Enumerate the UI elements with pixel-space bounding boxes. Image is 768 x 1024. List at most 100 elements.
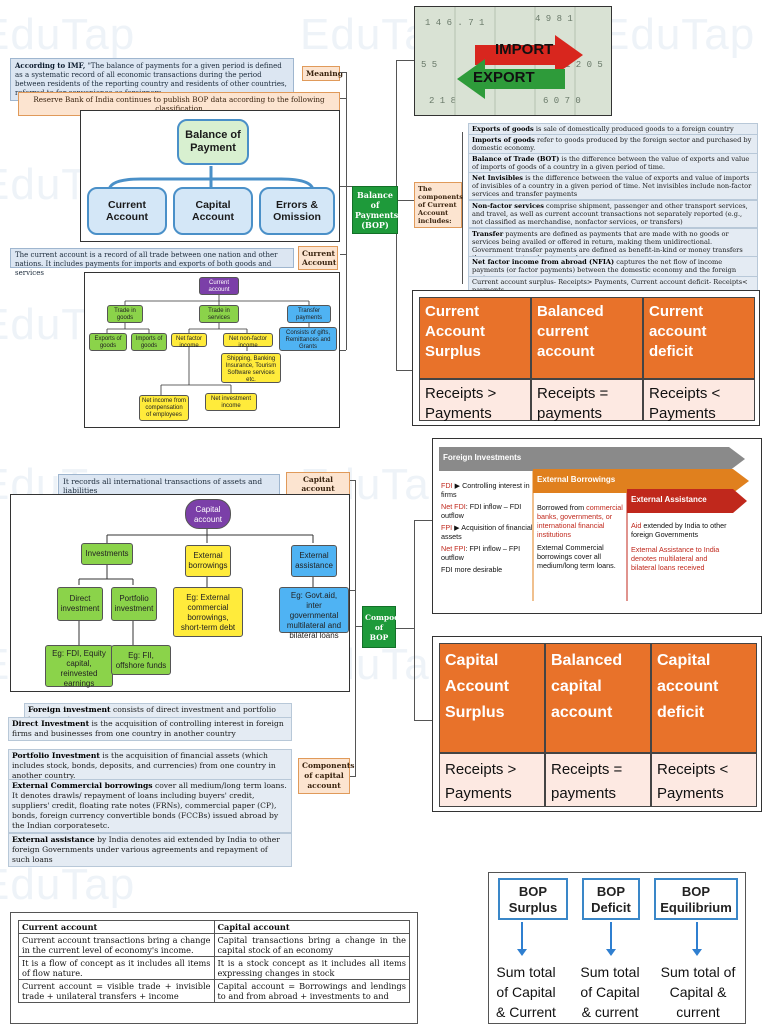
- current-surplus-cell: Receipts > Payments: [419, 379, 531, 422]
- current-deficit-cell: Receipts < Payments: [643, 379, 755, 422]
- connector-line: [414, 520, 432, 521]
- bop-root-box: Balance of Payment: [177, 119, 249, 165]
- connector-line: [396, 200, 414, 201]
- watermark: EduTap: [600, 10, 756, 59]
- connector-line: [340, 72, 346, 73]
- tree-root-current: Current account: [199, 277, 239, 295]
- flow-title-external-borrowings: External Borrowings: [537, 475, 616, 484]
- arrow-down-icon: [692, 922, 702, 956]
- table-cell: Capital transactions bring a change in t…: [213, 933, 410, 957]
- tree-root-capital: Capital account: [185, 499, 231, 529]
- tree-exports-goods: Exports of goods: [89, 333, 127, 351]
- table-header: Current account: [18, 920, 215, 934]
- tree-transfer-payments: Transfer payments: [287, 305, 331, 323]
- def-nonfactor-services: Non-factor services comprise shipment, p…: [468, 200, 758, 228]
- tree-investments: Investments: [81, 543, 133, 565]
- tree-ex-assistance: Eg: Govt.aid, inter governmental multila…: [279, 587, 349, 640]
- connector-line: [346, 72, 347, 350]
- connector-line: [350, 590, 356, 591]
- capital-deficit-head: Capital account deficit: [651, 643, 757, 753]
- tree-compensation-income: Net income from compensation of employee…: [139, 395, 189, 421]
- bop-diagram: Balance of Payment Current Account Capit…: [80, 110, 340, 242]
- meaning-tag: Meaning: [302, 66, 343, 81]
- table-row: It is a flow of concept as it includes a…: [18, 956, 410, 980]
- def-direct-investment: Direct Investment is the acquisition of …: [8, 717, 292, 741]
- capital-balanced-cell: Receipts = payments: [545, 753, 651, 807]
- tree-trade-goods: Trade in goods: [107, 305, 143, 323]
- tree-net-factor-income: Net factor income: [171, 333, 207, 349]
- current-deficit-head: Current account deficit: [643, 297, 755, 379]
- tree-net-nonfactor-income: Net non-factor income: [223, 333, 273, 349]
- table-cell: It is a flow of concept as it includes a…: [18, 956, 215, 980]
- connector-line: [414, 720, 432, 721]
- tree-imports-goods: Imports of goods: [131, 333, 167, 351]
- def-portfolio-investment: Portfolio Investment is the acquisition …: [8, 749, 292, 783]
- current-account-table: Current Account Surplus Balanced current…: [412, 290, 760, 426]
- tree-ex-direct: Eg: FDI, Equity capital, reinvested earn…: [45, 645, 113, 688]
- svg-text:4 9 8 1: 4 9 8 1: [535, 14, 573, 24]
- current-surplus-head: Current Account Surplus: [419, 297, 531, 379]
- def-net-invisibles: Net Invisibles is the difference between…: [468, 172, 758, 200]
- components-current-tag: The components of Current Account includ…: [414, 182, 463, 228]
- connector-line: [340, 98, 346, 99]
- capital-surplus-cell: Receipts > Payments: [439, 753, 545, 807]
- hub-components-bop: Compoents of BOP: [362, 606, 412, 648]
- export-label: EXPORT: [473, 69, 535, 86]
- bop-equilibrium-box: BOP Equilibrium: [654, 878, 738, 920]
- arrow-down-icon: [606, 922, 616, 956]
- table-row: Current account = visible trade + invisi…: [18, 979, 410, 1003]
- comparison-table: Current account Capital account Current …: [18, 920, 410, 1003]
- bop-equilibrium-sum: Sum total of Capital & current: [660, 964, 736, 1020]
- connector-line: [462, 132, 463, 284]
- current-account-tree: Current account Trade in goods Trade in …: [84, 272, 340, 428]
- svg-text:6 0 7 0: 6 0 7 0: [543, 96, 581, 106]
- hub-balance-of-payments: Balance of Payments (BOP): [352, 186, 398, 234]
- capital-surplus-head: Capital Account Surplus: [439, 643, 545, 753]
- tree-external-borrowings: External borrowings: [185, 545, 231, 577]
- connector-line: [350, 776, 356, 777]
- tree-external-assistance: External assistance: [291, 545, 337, 577]
- capital-account-tag: Capital account: [286, 472, 350, 496]
- capital-flows-infographic: Foreign Investments External Borrowings …: [432, 438, 762, 614]
- connector-line: [356, 626, 362, 627]
- flow-title-external-assistance: External Assistance: [631, 495, 707, 504]
- current-account-box: Current Account: [87, 187, 167, 235]
- flow-title-foreign-investments: Foreign Investments: [443, 453, 522, 462]
- arrow-down-icon: [517, 922, 527, 956]
- connector-line: [355, 480, 356, 776]
- connector-line: [414, 520, 415, 720]
- tree-transfer-detail: Consists of gifts, Remittances and Grant…: [279, 327, 337, 351]
- capital-account-tree: Capital account Investments External bor…: [10, 494, 350, 692]
- svg-text:5 5: 5 5: [421, 60, 437, 70]
- tree-nonfactor-detail: Shipping, Banking Insurance, Tourism Sof…: [221, 353, 281, 383]
- table-header-row: Current account Capital account: [18, 920, 410, 934]
- bop-deficit-box: BOP Deficit: [582, 878, 640, 920]
- table-cell: Capital account = Borrowings and lending…: [213, 979, 410, 1003]
- def-external-assistance: External assistance by India denotes aid…: [8, 833, 292, 867]
- tree-portfolio-investment: Portfolio investment: [111, 587, 157, 621]
- tree-direct-investment: Direct investment: [57, 587, 103, 621]
- current-account-tag: Current Account: [298, 246, 338, 270]
- def-imports-goods: Imports of goods refer to goods produced…: [468, 134, 758, 154]
- capital-deficit-cell: Receipts < Payments: [651, 753, 757, 807]
- table-cell: It is a stock concept as it includes all…: [213, 956, 410, 980]
- bop-surplus-sum: Sum total of Capital & Current: [496, 964, 556, 1020]
- bop-deficit-sum: Sum total of Capital & current: [580, 964, 640, 1020]
- connector-line: [392, 628, 414, 629]
- svg-text:1 2 0 5: 1 2 0 5: [565, 60, 603, 70]
- capital-balanced-head: Balanced capital account: [545, 643, 651, 753]
- svg-text:2 1 8: 2 1 8: [429, 96, 456, 106]
- flow-ea-text: Aid extended by India to other foreign G…: [631, 521, 727, 572]
- import-label: IMPORT: [495, 41, 554, 58]
- tree-ex-borrowings: Eg: External commercial borrowings, shor…: [173, 587, 243, 637]
- table-row: Current account transactions bring a cha…: [18, 933, 410, 957]
- table-header: Capital account: [213, 920, 410, 934]
- current-balanced-head: Balanced current account: [531, 297, 643, 379]
- bop-surplus-box: BOP Surplus: [498, 878, 568, 920]
- def-external-commercial-borrowings: External Commercial borrowings cover all…: [8, 779, 292, 833]
- connector-line: [350, 480, 356, 481]
- connector-line: [340, 350, 346, 351]
- flow-eb-text: Borrowed from commercial banks, governme…: [537, 503, 623, 570]
- current-account-note: The current account is a record of all t…: [10, 248, 294, 277]
